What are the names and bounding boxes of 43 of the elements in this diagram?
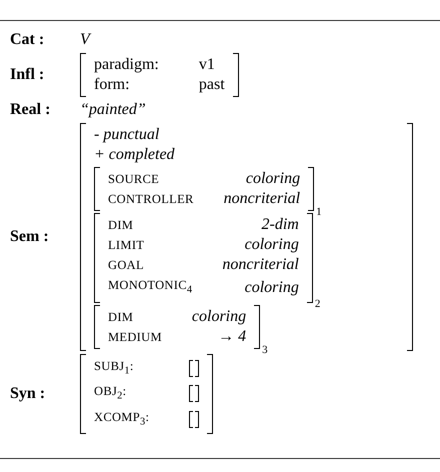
attribute-name: MONOTONIC$_{4}$ (108, 277, 192, 298)
attribute-name: OBJ$_{2}$: (94, 383, 128, 404)
attribute-name: DIM (108, 217, 134, 234)
feature-label: Infl : (10, 66, 44, 83)
attribute-value: coloring (244, 278, 299, 298)
attribute-value-matrix (94, 167, 314, 211)
feature-label: Sem : (10, 228, 49, 245)
category-value: V (80, 31, 90, 48)
feature-label: Syn : (10, 384, 46, 402)
attribute-value-matrix (80, 53, 239, 97)
attribute-value: coloring (246, 169, 300, 189)
index-subscript: 2 (314, 298, 320, 310)
attribute-value: noncriterial (224, 189, 300, 209)
attribute-value-matrix (80, 354, 214, 434)
attribute-value: 2-dim (262, 215, 299, 235)
empty-brackets (189, 410, 200, 428)
attribute-name: form: (94, 75, 131, 95)
attribute-value: → 4 (218, 326, 246, 346)
attribute-name: SUBJ$_{1}$: (94, 358, 135, 378)
attribute-name: CONTROLLER (108, 191, 194, 208)
feature-label: Real : (10, 101, 50, 118)
attribute-value-matrix (94, 304, 260, 348)
feature-label: Cat : (10, 31, 44, 48)
feature-value: - punctual (94, 125, 160, 145)
quoted-form: “painted” (80, 101, 146, 118)
attribute-value-matrix (94, 213, 313, 302)
attribute-value: past (198, 75, 225, 95)
attribute-name: paradigm: (94, 55, 159, 75)
attribute-name: LIMIT (108, 237, 146, 254)
index-subscript: 1 (316, 206, 322, 218)
attribute-value: v1 (198, 55, 216, 75)
empty-brackets (189, 360, 200, 377)
index-subscript: 3 (262, 344, 268, 356)
feature-value: + completed (94, 145, 176, 165)
attribute-value: coloring (192, 306, 246, 326)
attribute-name: MEDIUM (108, 328, 162, 346)
attribute-value: coloring (244, 235, 299, 255)
attribute-name: GOAL (108, 257, 145, 274)
attribute-name: SOURCE (108, 171, 160, 188)
attribute-value: noncriterial (222, 255, 299, 275)
attribute-name: DIM (108, 308, 134, 326)
attribute-name: XCOMP$_{3}$: (94, 408, 150, 429)
empty-brackets (189, 385, 200, 402)
